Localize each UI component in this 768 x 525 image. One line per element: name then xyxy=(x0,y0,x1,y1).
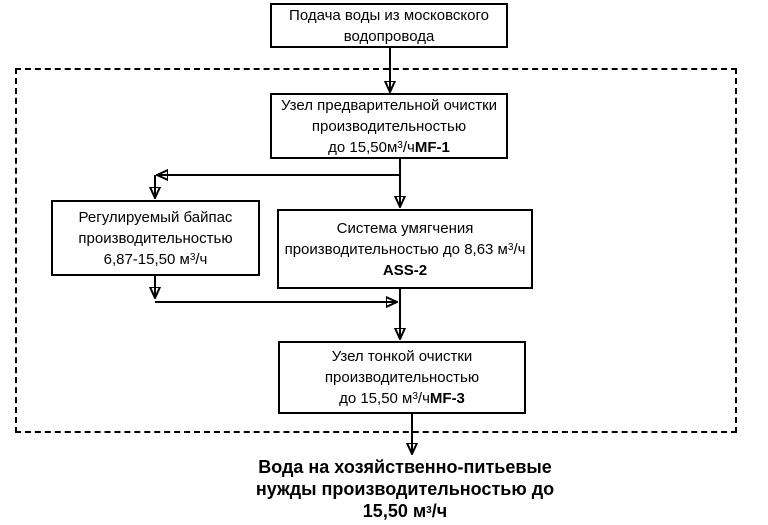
node-text-line: до 15,50 м3/чMF-3 xyxy=(339,388,465,409)
superscript-3: 3 xyxy=(426,505,432,516)
equipment-code: MF-1 xyxy=(414,138,450,156)
node-source-water-supply: Подача воды из московского водопровода xyxy=(270,3,508,48)
node-pretreatment-unit: Узел предварительной очистки производите… xyxy=(270,93,508,159)
output-text-line: нужды производительностью до xyxy=(255,479,555,499)
capacity-text: до 15,50м xyxy=(328,138,398,156)
capacity-text: 6,87-15,50 м xyxy=(103,250,190,268)
node-text-line: производительностью xyxy=(324,369,480,386)
superscript-3: 3 xyxy=(189,251,196,263)
node-text-line: до 15,50м3/чMF-1 xyxy=(328,137,450,158)
output-text-line: 15,50 м3/ч xyxy=(230,500,580,522)
node-text-line: водопровода xyxy=(343,27,435,45)
equipment-code: MF-3 xyxy=(429,390,465,407)
equipment-code: ASS-2 xyxy=(382,261,428,279)
unit-text: /ч xyxy=(431,501,448,521)
output-text-line: Вода на хозяйственно-питьевые xyxy=(258,457,552,477)
node-text-line: Система умягчения xyxy=(336,219,474,237)
dashed-boundary xyxy=(15,68,737,433)
capacity-text: до 15,50 м xyxy=(339,390,413,407)
unit-text: /ч xyxy=(417,390,430,407)
unit-text: /ч xyxy=(402,138,415,156)
node-text-line: Подача воды из московского xyxy=(289,6,489,24)
node-text-line: производительностью xyxy=(311,117,467,135)
unit-text: /ч xyxy=(195,250,208,268)
capacity-text: 15,50 м xyxy=(362,501,427,521)
output-label: Вода на хозяйственно-питьевые нужды прои… xyxy=(230,456,580,522)
node-text-line: 6,87-15,50 м3/ч xyxy=(104,249,208,270)
node-text-line: Узел предварительной очистки xyxy=(280,96,498,114)
node-text-line: Регулируемый байпас xyxy=(78,208,233,226)
superscript-3: 3 xyxy=(397,139,403,151)
superscript-3: 3 xyxy=(412,391,418,402)
superscript-3: 3 xyxy=(507,241,514,253)
node-softening-system: Система умягчения производительностью до… xyxy=(277,209,533,289)
capacity-text: производительностью до 8,63 м xyxy=(284,240,508,258)
node-fine-filtration-unit: Узел тонкой очистки производительностью … xyxy=(278,341,526,414)
unit-text: /ч xyxy=(513,240,526,258)
node-text-line: производительностью xyxy=(78,229,233,247)
node-adjustable-bypass: Регулируемый байпас производительностью … xyxy=(51,200,260,276)
node-text-line: производительностью до 8,63 м3/ч xyxy=(285,239,526,260)
node-text-line: Узел тонкой очистки xyxy=(331,348,473,365)
